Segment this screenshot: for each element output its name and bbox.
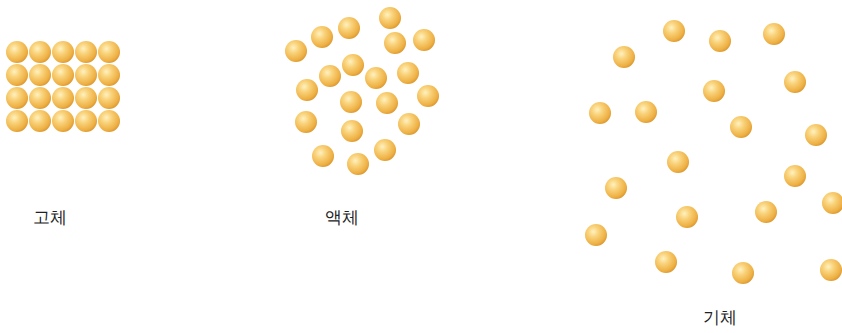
particle xyxy=(342,54,364,76)
particle xyxy=(376,92,398,114)
particle xyxy=(6,64,28,86)
particle xyxy=(338,17,360,39)
particle xyxy=(75,41,97,63)
particle xyxy=(295,111,317,133)
particle xyxy=(285,40,307,62)
particle xyxy=(398,113,420,135)
particle xyxy=(703,80,725,102)
particle xyxy=(52,110,74,132)
particle xyxy=(52,64,74,86)
particle xyxy=(374,139,396,161)
particle xyxy=(6,87,28,109)
state-label: 고체 xyxy=(33,207,67,227)
particle xyxy=(6,41,28,63)
particle xyxy=(655,251,677,273)
particle xyxy=(732,262,754,284)
particle xyxy=(98,64,120,86)
particle xyxy=(52,41,74,63)
particle xyxy=(613,46,635,68)
particle xyxy=(340,91,362,113)
particle xyxy=(296,79,318,101)
state-label: 기체 xyxy=(703,307,737,327)
particle xyxy=(417,85,439,107)
particle xyxy=(75,64,97,86)
particle xyxy=(822,192,842,214)
particle xyxy=(397,62,419,84)
particle xyxy=(98,87,120,109)
particle xyxy=(605,177,627,199)
particle xyxy=(805,124,827,146)
particle xyxy=(319,65,341,87)
particle xyxy=(755,201,777,223)
particle xyxy=(341,120,363,142)
particle xyxy=(413,29,435,51)
particle xyxy=(98,41,120,63)
particle xyxy=(365,67,387,89)
particle xyxy=(312,145,334,167)
particle xyxy=(709,30,731,52)
particle xyxy=(667,151,689,173)
particle xyxy=(820,259,842,281)
particle xyxy=(6,110,28,132)
particle xyxy=(75,110,97,132)
particle xyxy=(635,101,657,123)
particle xyxy=(384,32,406,54)
particle xyxy=(676,206,698,228)
particle xyxy=(311,26,333,48)
particle xyxy=(98,110,120,132)
particle xyxy=(589,102,611,124)
particle xyxy=(585,224,607,246)
particle xyxy=(763,23,785,45)
particle xyxy=(730,116,752,138)
particle xyxy=(663,20,685,42)
particle xyxy=(379,7,401,29)
particle xyxy=(29,64,51,86)
particle xyxy=(29,41,51,63)
particle xyxy=(29,110,51,132)
particle xyxy=(29,87,51,109)
state-label: 액체 xyxy=(325,207,359,227)
particle xyxy=(75,87,97,109)
particle xyxy=(347,153,369,175)
particle xyxy=(784,165,806,187)
particle xyxy=(784,71,806,93)
particle xyxy=(52,87,74,109)
